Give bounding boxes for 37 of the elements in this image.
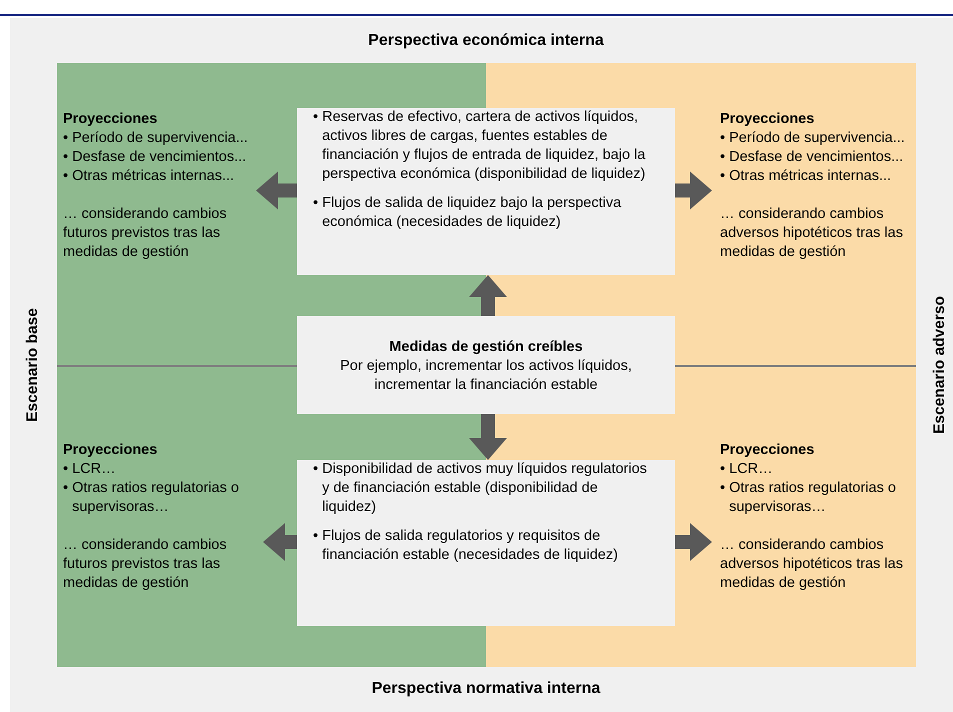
list-item: • Otras métricas internas... [63,167,236,186]
list-item: • Flujos de salida regulatorios y requisitos de financiación estable (necesidades de liquidez) [313,527,619,565]
box-text: Por ejemplo, incrementar los activos líquidos, incrementar la financiación estable [339,357,633,395]
block-heading: Proyecciones [720,441,816,460]
block-heading: Proyecciones [720,110,816,129]
list-item: • Período de supervivencia... [63,129,248,148]
box-heading: Medidas de gestión creíbles [388,338,584,357]
content-box [297,460,675,626]
list-item: • Período de supervivencia... [720,129,905,148]
block-arrow [469,275,507,316]
measures-box [297,316,675,414]
block-arrow [675,172,712,210]
block-arrow [263,523,297,561]
list-item: • Otras métricas internas... [720,167,892,186]
list-item: • Desfase de vencimientos... [720,148,904,167]
side-title: Escenario base [24,308,42,422]
content-box [297,108,675,275]
block-arrow [256,172,297,210]
list-item: • Otras ratios regulatorias o supervisoras… [63,479,240,517]
block-heading: Proyecciones [63,110,158,129]
perspective-title: Perspectiva normativa interna [372,680,600,698]
block-arrow [675,523,712,561]
list-item: • LCR… [63,460,117,479]
list-item: • Flujos de salida de liquidez bajo la perspectiva económica (necesidades de liquidez) [313,194,622,232]
list-item: • Disponibilidad de activos muy líquidos regulatorios y de financiación estable (disponibilidad de liquidez) [313,460,648,517]
note-text: … considerando cambios adversos hipotéticos tras las medidas de gestión [720,536,904,593]
side-title: Escenario adverso [930,296,949,434]
note-text: … considerando cambios futuros previstos tras las medidas de gestión [63,205,228,262]
list-item: • Desfase de vencimientos... [63,148,248,167]
list-item: • LCR… [720,460,774,479]
block-heading: Proyecciones [63,441,158,460]
perspective-title: Perspectiva económica interna [368,32,604,50]
note-text: … considerando cambios futuros previstos tras las medidas de gestión [63,536,228,593]
list-item: • Otras ratios regulatorias o supervisoras… [720,479,897,517]
list-item: • Reservas de efectivo, cartera de activos líquidos, activos libres de cargas, fuentes estables de financiación y flujos de entrada de liquidez, bajo la perspectiva económica (disponibilidad de liquidez) [313,108,646,184]
block-arrow [469,414,507,460]
note-text: … considerando cambios adversos hipotéticos tras las medidas de gestión [720,205,904,262]
